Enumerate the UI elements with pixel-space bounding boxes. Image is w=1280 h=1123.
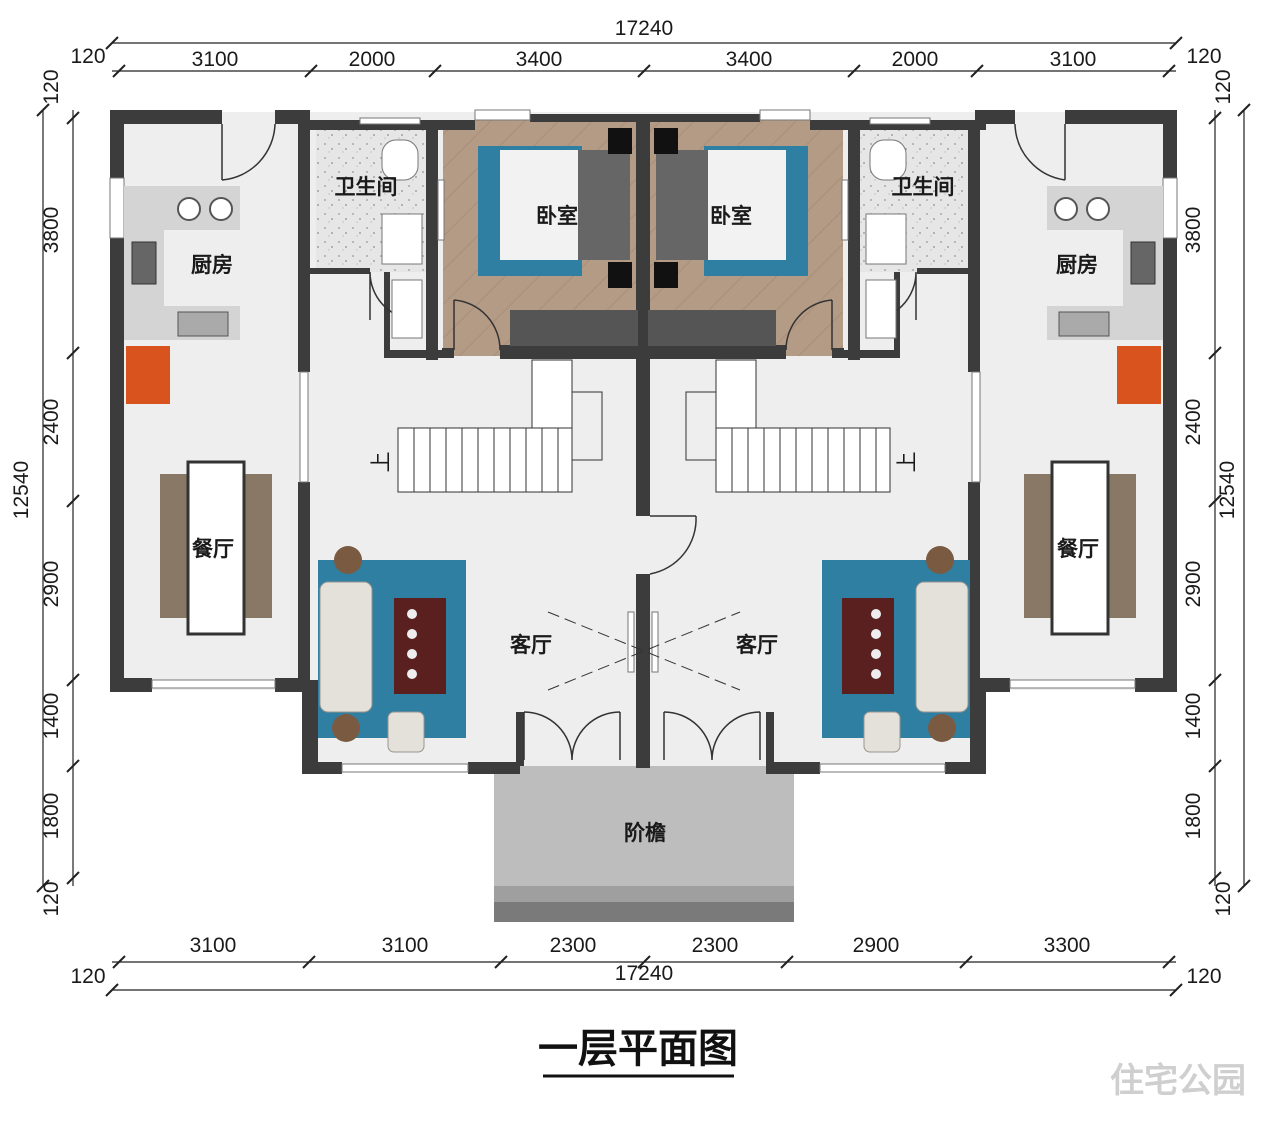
bottom-left-offset: 120 [70, 965, 105, 988]
left-top-offset: 120 [40, 69, 63, 104]
top-segment: 3100 [192, 48, 239, 71]
dimensions-right: 12540 120 120 3800 2400 2900 1400 1800 [1182, 69, 1251, 917]
walls [110, 110, 1177, 774]
kitchen-fixtures-left [124, 186, 240, 404]
stairs-left [397, 359, 603, 493]
bottom-segment: 3100 [382, 934, 429, 957]
top-left-offset: 120 [70, 45, 105, 68]
left-segment: 3800 [40, 207, 63, 254]
top-segment: 2000 [349, 48, 396, 71]
living-furniture-right [822, 546, 970, 753]
bathroom-fixtures-right [865, 139, 907, 339]
bottom-segment: 2900 [853, 934, 900, 957]
top-overall-dimension: 17240 [615, 17, 673, 40]
bedroom-furniture-right [648, 128, 808, 346]
living-furniture-left [318, 546, 466, 753]
right-overall-dimension: 12540 [1216, 461, 1239, 519]
bottom-segment: 2300 [692, 934, 739, 957]
right-top-offset: 120 [1212, 69, 1235, 104]
bottom-segment: 2300 [550, 934, 597, 957]
left-overall-dimension: 12540 [10, 461, 33, 519]
bottom-overall-dimension: 17240 [615, 962, 673, 985]
left-segment: 1800 [40, 793, 63, 840]
left-segment: 2400 [40, 399, 63, 446]
label-porch: 阶檐 [624, 821, 666, 845]
plan-title: 一层平面图 [538, 1025, 738, 1072]
left-segment: 2900 [40, 561, 63, 608]
top-segment: 3400 [726, 48, 773, 71]
dimensions-left: 12540 120 120 3800 2400 2900 1400 1800 [10, 69, 80, 917]
label-bathroom-left: 卫生间 [335, 175, 398, 199]
dining-table-left [160, 460, 272, 636]
label-stair-up-right: 上 [896, 452, 919, 473]
top-segment: 3400 [516, 48, 563, 71]
bathroom-fixtures-left [381, 139, 423, 339]
left-bottom-offset: 120 [40, 881, 63, 916]
label-dining-left: 餐厅 [192, 537, 234, 561]
fridge-left [126, 346, 170, 404]
kitchen-fixtures-right [1047, 186, 1163, 404]
label-stair-up-left: 上 [370, 452, 393, 473]
right-bottom-offset: 120 [1212, 881, 1235, 916]
label-kitchen-right: 厨房 [1056, 253, 1098, 277]
top-segment: 2000 [892, 48, 939, 71]
left-segment: 1400 [40, 693, 63, 740]
bottom-segment: 3300 [1044, 934, 1091, 957]
bedroom-furniture-left [478, 128, 638, 346]
top-segment: 3100 [1050, 48, 1097, 71]
label-dining-right: 餐厅 [1057, 537, 1099, 561]
bottom-right-offset: 120 [1186, 965, 1221, 988]
dimensions-bottom: 3100 3100 2300 2300 2900 3300 17240 120 … [70, 934, 1222, 997]
label-living-right: 客厅 [736, 633, 778, 657]
label-living-left: 客厅 [510, 633, 552, 657]
dining-table-right [1024, 460, 1136, 636]
label-bedroom-left: 卧室 [536, 204, 578, 228]
right-segment: 3800 [1182, 207, 1205, 254]
label-bathroom-right: 卫生间 [892, 175, 955, 199]
fridge-right [1117, 346, 1161, 404]
right-segment: 1400 [1182, 693, 1205, 740]
bottom-segment: 3100 [190, 934, 237, 957]
room-labels: 厨房 厨房 卫生间 卫生间 卧室 卧室 餐厅 餐厅 客厅 客厅 阶檐 上 上 [191, 175, 1099, 845]
porch-area [494, 766, 794, 886]
right-segment: 2400 [1182, 399, 1205, 446]
right-segment: 1800 [1182, 793, 1205, 840]
top-right-offset: 120 [1186, 45, 1221, 68]
right-segment: 2900 [1182, 561, 1205, 608]
dimensions-top: 17240 120 120 3100 2000 3400 3400 2000 3… [70, 17, 1222, 78]
windows [109, 109, 1178, 773]
doors [221, 123, 1066, 761]
label-kitchen-left: 厨房 [191, 253, 233, 277]
watermark: 住宅公园 [1110, 1061, 1246, 1101]
stairs-right [685, 359, 891, 493]
label-bedroom-right: 卧室 [710, 204, 752, 228]
